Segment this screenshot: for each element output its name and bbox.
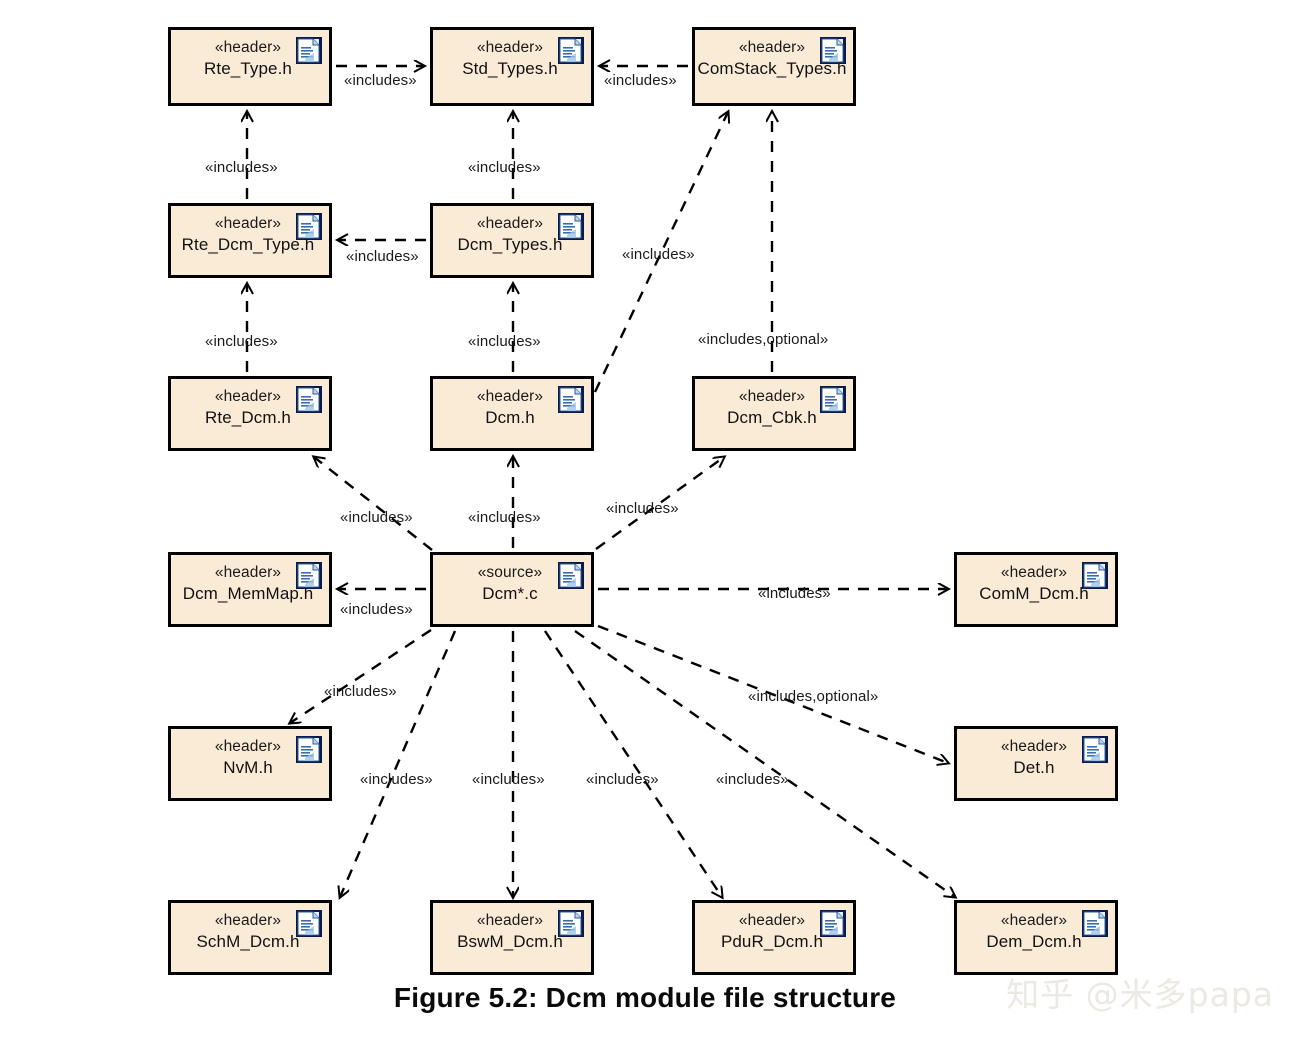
edge-label-e2: «includes» (604, 72, 677, 89)
node-label: Dcm_MemMap.h (182, 584, 314, 604)
edge-label-e20: «includes» (716, 771, 789, 788)
edge-e19 (544, 630, 722, 897)
node-label: NvM.h (223, 758, 273, 778)
edge-e20 (574, 630, 955, 897)
edge-label-e17: «includes» (360, 771, 433, 788)
node-stereotype: «header» (1000, 738, 1068, 755)
node-label: Dcm_Cbk.h (727, 408, 817, 428)
node-comm_dcm[interactable]: «header» ComM_Dcm.h (954, 552, 1118, 627)
watermark: 知乎 @米多papa (1006, 975, 1274, 1014)
node-stereotype: «header» (1000, 912, 1068, 929)
edge-label-e10: «includes» (340, 509, 413, 526)
node-stereotype: «header» (476, 39, 544, 56)
node-dcm_types[interactable]: «header» Dcm_Types.h (430, 203, 594, 278)
edge-e15 (290, 628, 432, 723)
node-rte_dcm_type[interactable]: «header» Rte_Dcm_Type.h (168, 203, 332, 278)
document-icon (820, 386, 846, 413)
node-stereotype: «header» (1000, 564, 1068, 581)
node-label: Det.h (1013, 758, 1055, 778)
document-icon (558, 37, 584, 64)
document-icon (1082, 736, 1108, 763)
node-label: Std_Types.h (462, 59, 558, 79)
edge-label-e7: «includes» (468, 333, 541, 350)
node-pdur_dcm[interactable]: «header» PduR_Dcm.h (692, 900, 856, 975)
node-rte_type[interactable]: «header» Rte_Type.h (168, 27, 332, 106)
node-stereotype: «header» (214, 215, 282, 232)
node-label: ComM_Dcm.h (979, 584, 1089, 604)
document-icon (558, 213, 584, 240)
edge-e10 (314, 457, 433, 551)
node-dcm_cbk[interactable]: «header» Dcm_Cbk.h (692, 376, 856, 451)
node-stereotype: «header» (476, 215, 544, 232)
node-label: Dcm_Types.h (457, 235, 563, 255)
edge-label-e6: «includes» (205, 333, 278, 350)
node-schm_dcm[interactable]: «header» SchM_Dcm.h (168, 900, 332, 975)
document-icon (820, 910, 846, 937)
edge-label-e14: «includes» (758, 585, 831, 602)
node-label: Rte_Type.h (204, 59, 292, 79)
node-label: Dcm*.c (482, 584, 538, 604)
figure-caption: Figure 5.2: Dcm module file structure (393, 982, 897, 1013)
document-icon (296, 736, 322, 763)
edge-label-e9: «includes,optional» (698, 331, 829, 348)
node-comstack_types[interactable]: «header» ComStack_Types.h (692, 27, 856, 106)
edge-label-e18: «includes» (472, 771, 545, 788)
document-icon (558, 910, 584, 937)
node-stereotype: «header» (476, 388, 544, 405)
document-icon (1082, 910, 1108, 937)
document-icon (1082, 562, 1108, 589)
node-dem_dcm[interactable]: «header» Dem_Dcm.h (954, 900, 1118, 975)
node-stereotype: «header» (738, 39, 806, 56)
edge-label-e19: «includes» (586, 771, 659, 788)
document-icon (296, 910, 322, 937)
node-bswm_dcm[interactable]: «header» BswM_Dcm.h (430, 900, 594, 975)
node-stereotype: «header» (738, 388, 806, 405)
node-rte_dcm[interactable]: «header» Rte_Dcm.h (168, 376, 332, 451)
node-stereotype: «header» (738, 912, 806, 929)
node-stereotype: «source» (477, 564, 543, 581)
node-label: BswM_Dcm.h (457, 932, 563, 952)
edge-label-e8: «includes» (622, 246, 695, 263)
node-label: ComStack_Types.h (697, 59, 847, 79)
node-det[interactable]: «header» Det.h (954, 726, 1118, 801)
document-icon (820, 37, 846, 64)
document-icon (296, 386, 322, 413)
node-stereotype: «header» (214, 912, 282, 929)
edge-label-e4: «includes» (468, 159, 541, 176)
document-icon (296, 562, 322, 589)
node-label: Rte_Dcm_Type.h (181, 235, 315, 255)
document-icon (558, 562, 584, 589)
node-dcm_h[interactable]: «header» Dcm.h (430, 376, 594, 451)
document-icon (296, 213, 322, 240)
edge-label-e16: «includes,optional» (748, 688, 879, 705)
node-stereotype: «header» (214, 39, 282, 56)
node-label: Dcm.h (485, 408, 535, 428)
document-icon (558, 386, 584, 413)
node-stereotype: «header» (214, 738, 282, 755)
node-label: Rte_Dcm.h (205, 408, 291, 428)
edge-label-e1: «includes» (344, 72, 417, 89)
node-nvm[interactable]: «header» NvM.h (168, 726, 332, 801)
node-std_types[interactable]: «header» Std_Types.h (430, 27, 594, 106)
node-stereotype: «header» (476, 912, 544, 929)
edge-label-e12: «includes» (606, 500, 679, 517)
edge-label-e5: «includes» (346, 248, 419, 265)
edge-label-e11: «includes» (468, 509, 541, 526)
node-stereotype: «header» (214, 388, 282, 405)
edge-label-e13: «includes» (340, 601, 413, 618)
document-icon (296, 37, 322, 64)
node-dcm_memmap[interactable]: «header» Dcm_MemMap.h (168, 552, 332, 627)
node-label: PduR_Dcm.h (720, 932, 824, 952)
node-label: SchM_Dcm.h (196, 932, 300, 952)
edge-label-e15: «includes» (324, 683, 397, 700)
node-label: Dem_Dcm.h (986, 932, 1082, 952)
node-dcm_c[interactable]: «source» Dcm*.c (430, 552, 594, 627)
node-stereotype: «header» (214, 564, 282, 581)
edge-e17 (340, 630, 457, 897)
edge-label-e3: «includes» (205, 159, 278, 176)
